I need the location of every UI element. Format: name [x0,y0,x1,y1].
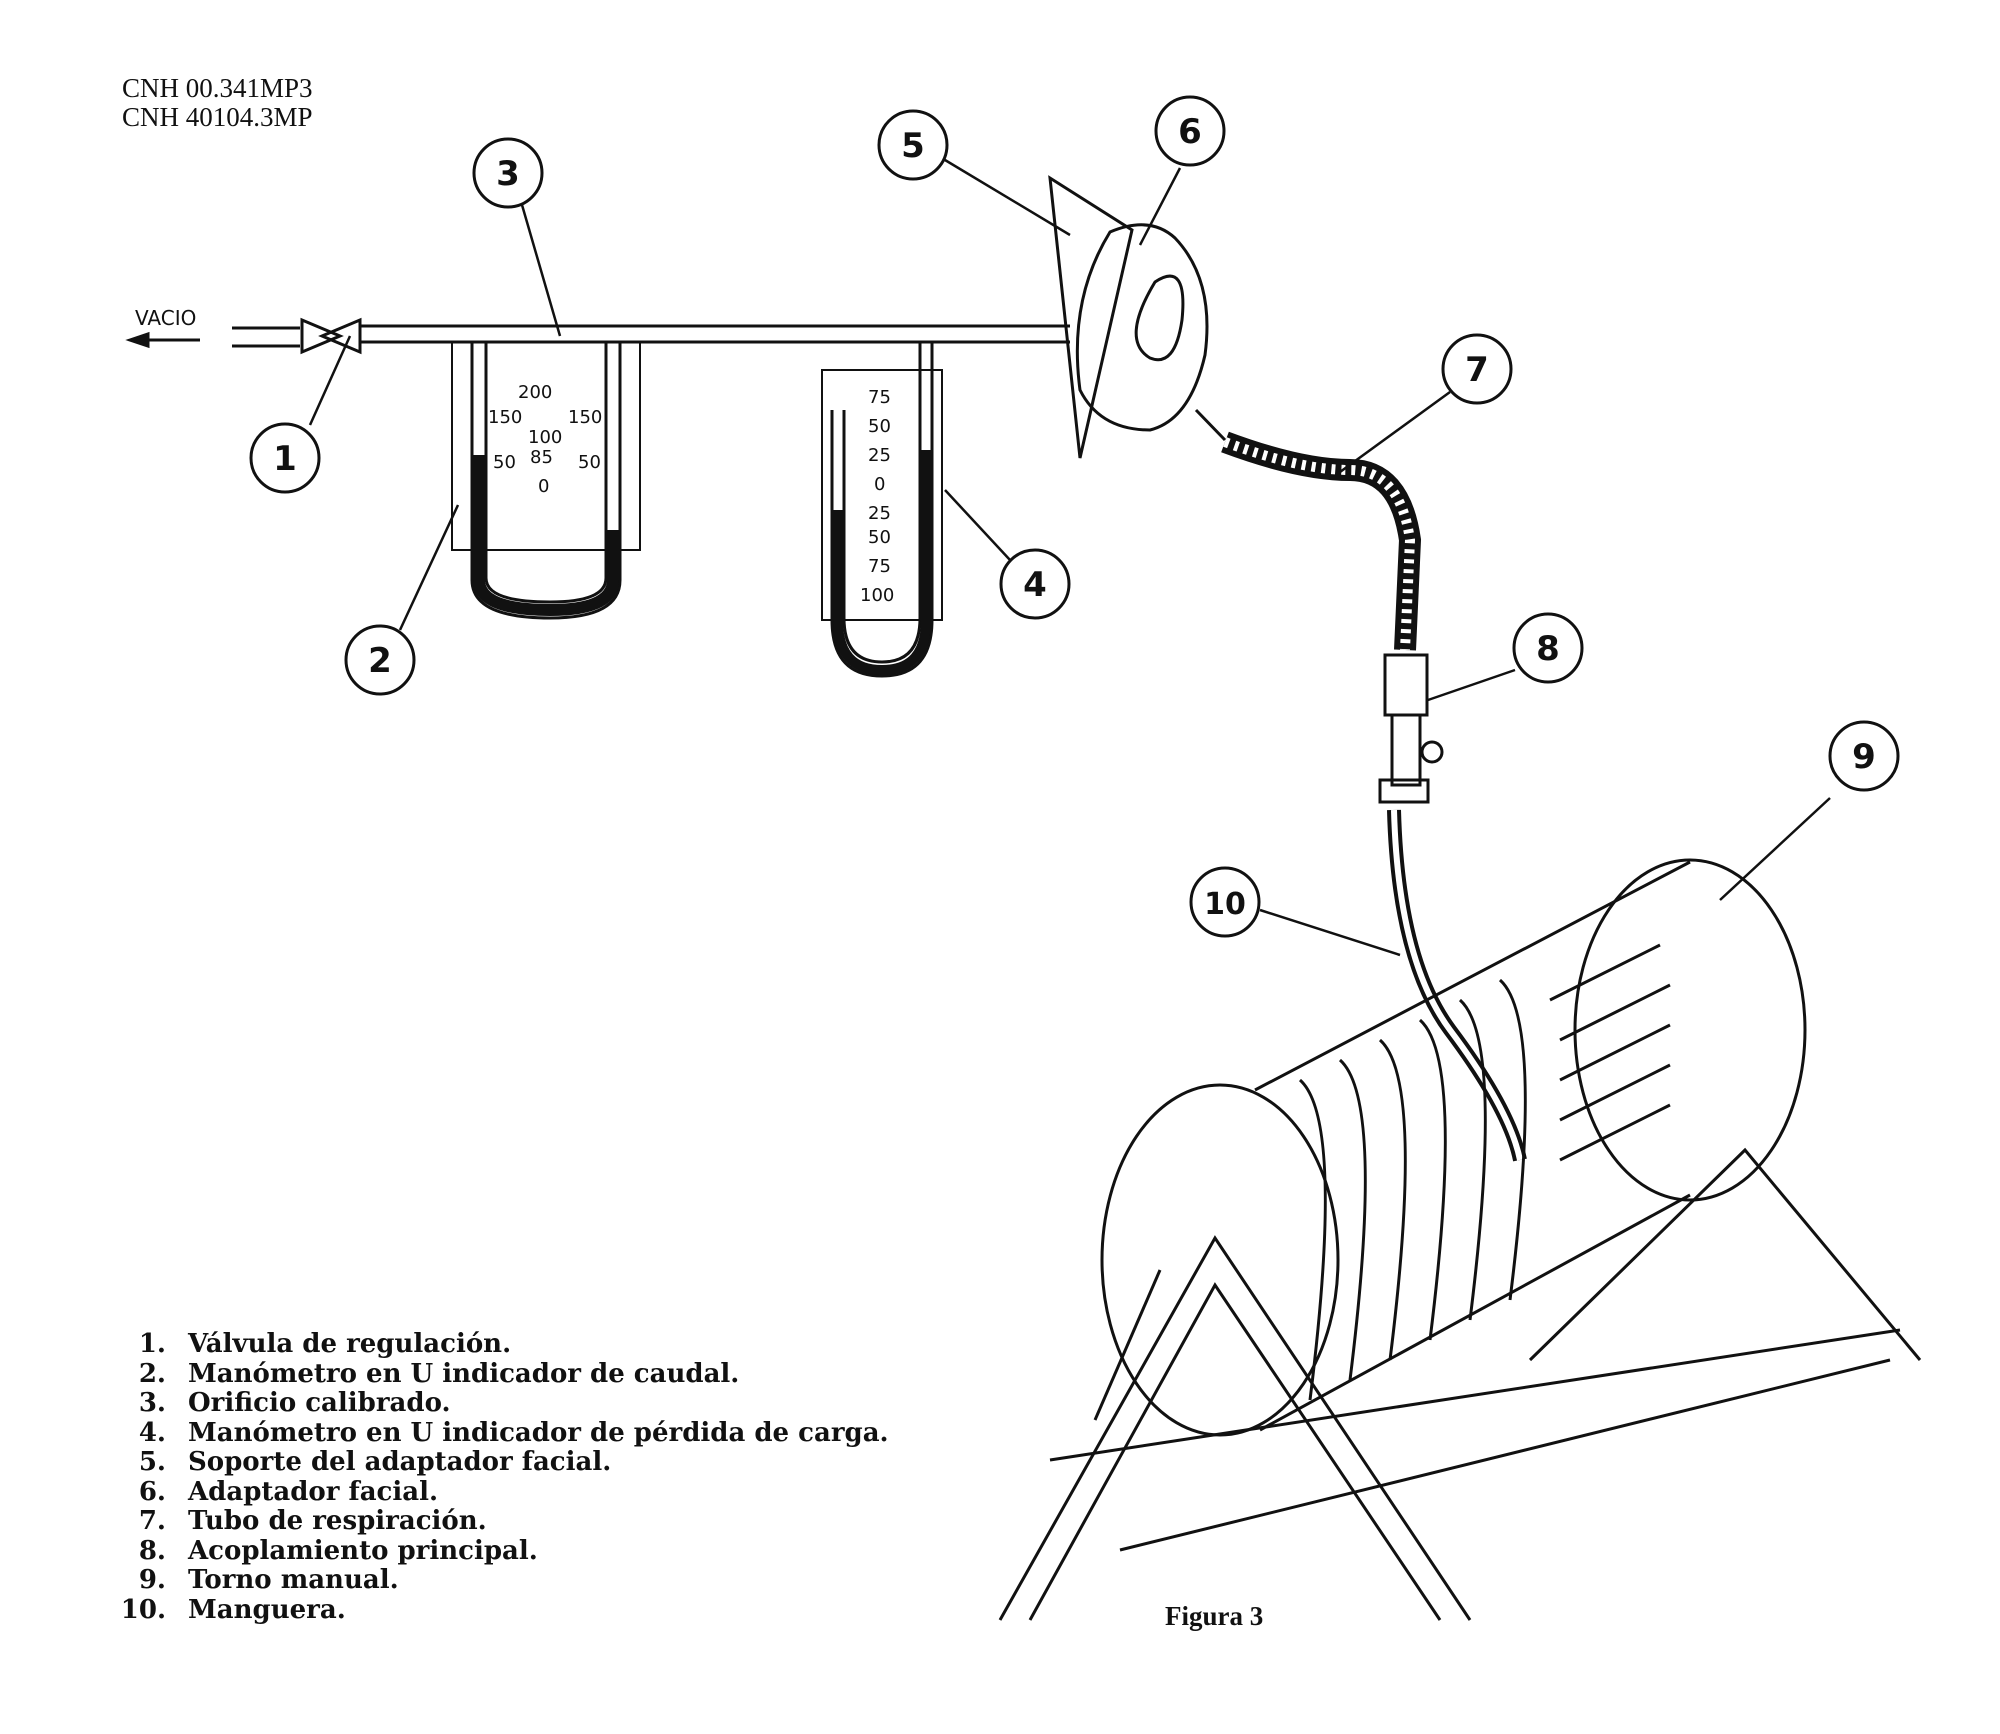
legend-item-number: 9. [138,1565,166,1595]
callout-7: 7 [1465,350,1489,390]
legend-item-text: Soporte del adaptador facial. [188,1447,612,1477]
callout-circle-2 [344,624,416,696]
legend-item-number: 4. [138,1417,166,1448]
legend-item-number: 5. [138,1447,166,1477]
loss-scale-75-bottom: 75 [868,556,891,577]
loss-scale-0: 0 [874,474,885,495]
legend-item: 3. Orificio calibrado. [110,1388,889,1419]
loss-scale-25-bottom: 25 [868,503,891,524]
callout-9: 9 [1852,737,1876,777]
legend-item-number: 2. [138,1358,166,1389]
legend-item: 7. Tubo de respiración. [110,1506,889,1537]
flow-scale-50-right: 50 [578,452,601,473]
legend-item: 10. Manguera. [110,1594,889,1626]
figure-caption: Figura 3 [1165,1601,1264,1631]
callout-4: 4 [1023,565,1047,605]
callout-2: 2 [368,641,392,681]
callout-circle-4 [999,548,1071,620]
main-coupling [1378,653,1444,804]
legend-item-text: Torno manual. [188,1565,399,1595]
legend-item: 9. Torno manual. [110,1565,889,1596]
flow-scale-150-right: 150 [568,407,602,428]
callout-6: 6 [1178,112,1202,152]
callout-circle-9 [1828,720,1900,792]
document-header: CNH 00.341MP3 CNH 40104.3MP [122,74,313,132]
header-line-1: CNH 00.341MP3 [122,73,313,103]
flow-scale-150-left: 150 [488,407,522,428]
manometer-scales: 200 150 150 100 85 50 50 0 75 50 25 0 25… [488,382,894,606]
loss-scale-25-top: 25 [868,445,891,466]
regulating-valve [300,317,362,355]
legend-item: 1. Válvula de regulación. [110,1329,889,1360]
legend-item-text: Acoplamiento principal. [188,1535,538,1566]
legend-item-text: Tubo de respiración. [188,1506,487,1536]
flow-scale-200: 200 [518,382,552,403]
legend-item-text: Manómetro en U indicador de pérdida de c… [188,1417,889,1448]
legend-item-text: Orificio calibrado. [188,1388,451,1418]
flow-scale-100: 100 [528,427,562,448]
flow-scale-85: 85 [530,447,553,468]
legend-item: 4. Manómetro en U indicador de pérdida de… [110,1417,889,1449]
callout-10: 10 [1204,887,1246,922]
callout-1: 1 [273,439,297,479]
callout-8: 8 [1536,629,1560,669]
loss-scale-75-top: 75 [868,387,891,408]
callout-3: 3 [496,154,520,194]
callout-circle-6 [1154,95,1226,167]
face-adaptor-support [1048,175,1134,459]
callout-circles [249,95,1900,938]
legend-item-text: Manómetro en U indicador de caudal. [188,1358,740,1389]
loss-scale-100: 100 [860,585,894,606]
callout-circle-1 [249,422,321,494]
legend-item-text: Adaptador facial. [188,1476,439,1507]
legend-item: 8. Acoplamiento principal. [110,1535,889,1567]
flow-u-manometer [451,341,641,620]
callout-circle-8 [1512,612,1584,684]
loss-scale-50-bottom: 50 [868,527,891,548]
legend-item: 2. Manómetro en U indicador de caudal. [110,1358,889,1390]
loss-scale-50-top: 50 [868,416,891,437]
flow-scale-50-left: 50 [493,452,516,473]
pressure-loss-u-manometer [821,342,943,678]
flow-scale-0: 0 [538,476,549,497]
legend-item-text: Manguera. [188,1594,346,1625]
vacuum-label: VACIO [135,306,196,330]
legend-item: 5. Soporte del adaptador facial. [110,1447,889,1478]
component-legend: 1. Válvula de regulación. 2. Manómetro en … [110,1329,889,1626]
callout-5: 5 [901,126,925,166]
legend-item-number: 6. [138,1476,166,1507]
callout-circle-7 [1441,333,1513,405]
legend-item-number: 8. [138,1535,166,1566]
legend-item-text: Válvula de regulación. [188,1329,512,1359]
legend-item-number: 10. [120,1594,166,1625]
header-line-2: CNH 40104.3MP [122,102,313,132]
breathing-tube [1221,431,1422,651]
hand-winch [998,858,1922,1621]
callout-numbers: 1 2 3 4 5 6 7 8 9 10 [273,112,1876,922]
leader-lines [308,158,1831,957]
callout-circle-10 [1189,866,1261,938]
face-adaptor [1075,223,1227,442]
legend-item: 6. Adaptador facial. [110,1476,889,1508]
vacuum-arrowhead [125,331,150,349]
callout-circle-3 [472,137,544,209]
callout-circle-5 [877,109,949,181]
legend-item-number: 3. [138,1388,166,1418]
legend-item-number: 7. [138,1506,166,1536]
legend-item-number: 1. [138,1329,166,1359]
